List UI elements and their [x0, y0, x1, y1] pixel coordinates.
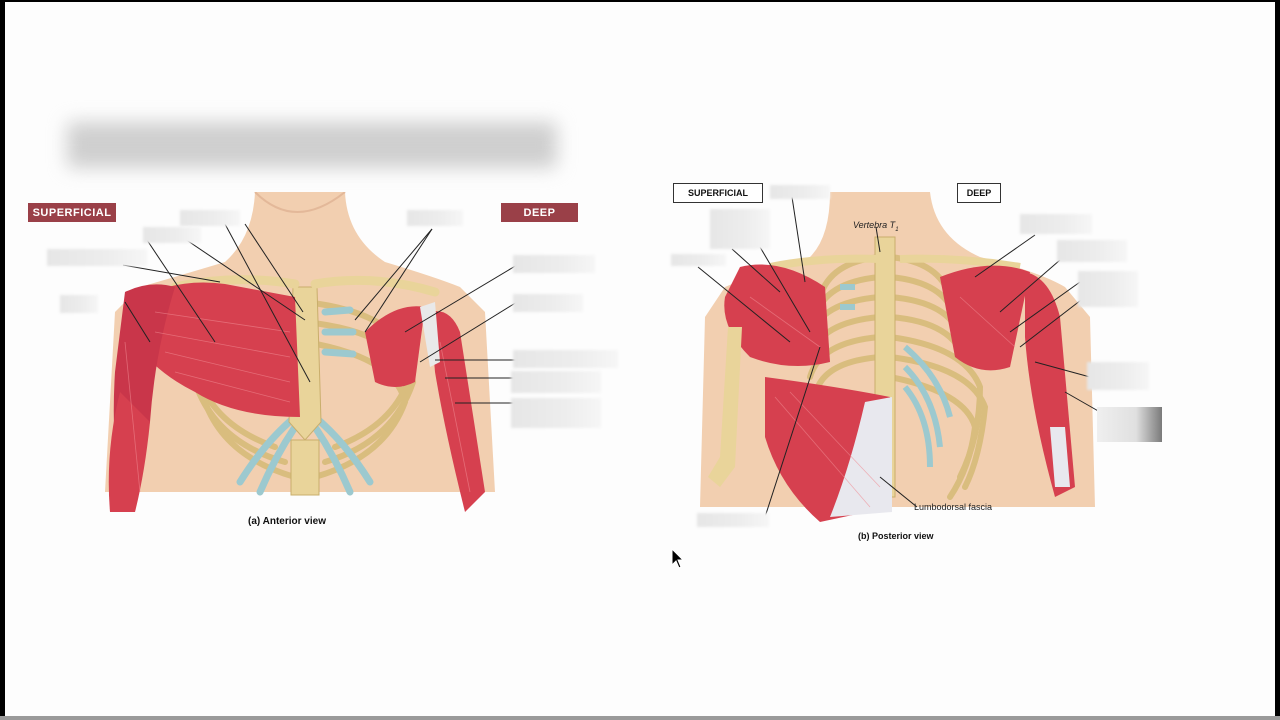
redacted-title — [67, 122, 557, 168]
blank-label[interactable] — [1087, 362, 1149, 390]
blank-label[interactable] — [1078, 271, 1138, 307]
superficial-badge-anterior: SUPERFICIAL — [28, 203, 116, 222]
deep-badge-anterior: DEEP — [501, 203, 578, 222]
posterior-view-illustration — [697, 192, 1101, 522]
bottom-border — [0, 716, 1280, 720]
posterior-view-caption: (b) Posterior view — [858, 531, 934, 541]
blank-label[interactable] — [47, 249, 147, 266]
blank-label[interactable] — [710, 209, 770, 249]
blank-label[interactable] — [407, 210, 463, 226]
blank-label[interactable] — [513, 350, 618, 368]
blank-label[interactable] — [511, 371, 601, 393]
lumbodorsal-fascia-annotation: Lumbodorsal fascia — [914, 502, 993, 512]
blank-label[interactable] — [1057, 240, 1127, 262]
blank-label[interactable] — [770, 185, 830, 199]
slide: SUPERFICIAL DEEP (a) Anterior view — [5, 2, 1275, 716]
blank-label[interactable] — [697, 513, 769, 527]
blank-label[interactable] — [1097, 407, 1162, 442]
anterior-view-caption: (a) Anterior view — [248, 516, 326, 527]
blank-label[interactable] — [511, 398, 601, 428]
blank-label[interactable] — [513, 255, 595, 273]
blank-label[interactable] — [513, 294, 583, 312]
superficial-badge-posterior: SUPERFICIAL — [673, 183, 763, 203]
mouse-cursor-icon — [671, 548, 685, 569]
blank-label[interactable] — [143, 227, 201, 243]
deep-badge-posterior: DEEP — [957, 183, 1001, 203]
blank-label[interactable] — [1020, 214, 1092, 234]
vertebra-t1-annotation: Vertebra T1 — [853, 220, 899, 233]
blank-label[interactable] — [671, 254, 726, 266]
blank-label[interactable] — [180, 210, 240, 226]
blank-label[interactable] — [60, 295, 98, 313]
anterior-view-illustration — [105, 192, 518, 512]
